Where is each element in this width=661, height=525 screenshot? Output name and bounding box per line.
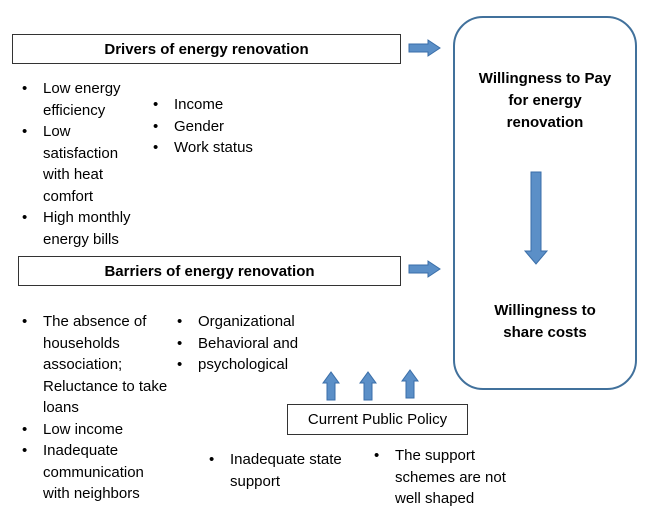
- list-item: Behavioral and: [174, 333, 334, 355]
- list-item: Low satisfaction with heat comfort: [19, 121, 144, 207]
- list-item: Income: [150, 94, 290, 116]
- list-item: Inadequate communication with neighbors: [19, 440, 169, 505]
- drivers-list-primary: Low energy efficiency Low satisfaction w…: [19, 78, 144, 250]
- list-item: The absence of households association; R…: [19, 311, 169, 419]
- willingness-to-pay-label: Willingness to Pay for energy renovation: [478, 70, 612, 131]
- list-item: Organizational: [174, 311, 334, 333]
- list-item: Inadequate state support: [206, 449, 346, 492]
- barriers-list-secondary: Organizational Behavioral and psychologi…: [174, 311, 334, 376]
- policy-up-arrow-1: [322, 371, 340, 401]
- policy-up-arrow-2: [359, 371, 377, 401]
- list-item: psychological: [174, 354, 334, 376]
- willingness-to-share-label: Willingness to share costs: [494, 302, 596, 341]
- barriers-title: Barriers of energy renovation: [104, 262, 315, 280]
- list-item: Gender: [150, 116, 290, 138]
- list-item: Low income: [19, 419, 169, 441]
- drivers-title: Drivers of energy renovation: [104, 40, 309, 58]
- wtp-to-wts-arrow: [523, 171, 549, 265]
- list-item: Work status: [150, 137, 290, 159]
- drivers-to-outcome-arrow: [408, 39, 441, 57]
- list-item: Low energy efficiency: [19, 78, 144, 121]
- policy-title-box: Current Public Policy: [287, 404, 468, 435]
- policy-title: Current Public Policy: [307, 411, 448, 428]
- drivers-title-box: Drivers of energy renovation: [12, 34, 401, 64]
- policy-list-right: The support schemes are not well shaped: [371, 445, 521, 510]
- outcome-box: [453, 16, 637, 390]
- list-item: The support schemes are not well shaped: [371, 445, 521, 510]
- policy-list-left: Inadequate state support: [206, 449, 346, 492]
- barriers-title-box: Barriers of energy renovation: [18, 256, 401, 286]
- barriers-to-outcome-arrow: [408, 260, 441, 278]
- drivers-list-secondary: Income Gender Work status: [150, 94, 290, 159]
- barriers-list-primary: The absence of households association; R…: [19, 311, 169, 505]
- policy-up-arrow-3: [401, 369, 419, 399]
- list-item: High monthly energy bills: [19, 207, 144, 250]
